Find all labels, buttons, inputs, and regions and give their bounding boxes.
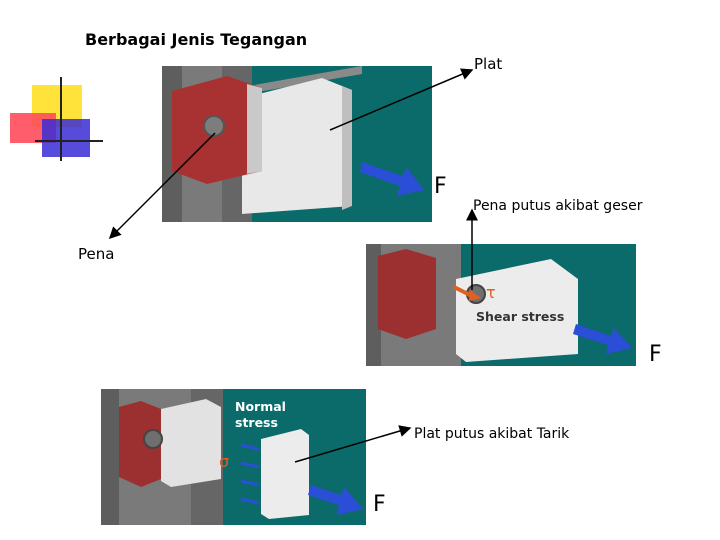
tau-symbol: τ xyxy=(486,283,496,302)
force-label-panel1: F xyxy=(434,174,447,199)
force-label-panel2: F xyxy=(649,342,662,367)
label-plat: Plat xyxy=(474,55,503,73)
panel-normal-stress-image: Normal stress σ xyxy=(101,389,366,525)
arrow-to-pena xyxy=(108,132,216,240)
decorative-squares-graphic xyxy=(10,77,103,161)
normal-stress-caption-line1: Normal xyxy=(235,399,286,414)
label-plat-putus: Plat putus akibat Tarik xyxy=(414,426,570,442)
sigma-symbol: σ xyxy=(219,452,229,471)
normal-stress-caption-line2: stress xyxy=(235,415,278,430)
force-label-panel3: F xyxy=(373,492,386,517)
arrow-to-plat xyxy=(329,68,474,131)
shear-stress-caption: Shear stress xyxy=(476,309,564,324)
label-pena-putus: Pena putus akibat geser xyxy=(473,198,643,214)
slide-title: Berbagai Jenis Tegangan xyxy=(85,30,308,49)
panel-pin-plate-image xyxy=(162,66,432,222)
label-pena: Pena xyxy=(78,245,115,263)
arrow-to-plat-putus xyxy=(294,425,412,463)
panel-shear-stress-image: τ Shear stress xyxy=(366,244,636,366)
